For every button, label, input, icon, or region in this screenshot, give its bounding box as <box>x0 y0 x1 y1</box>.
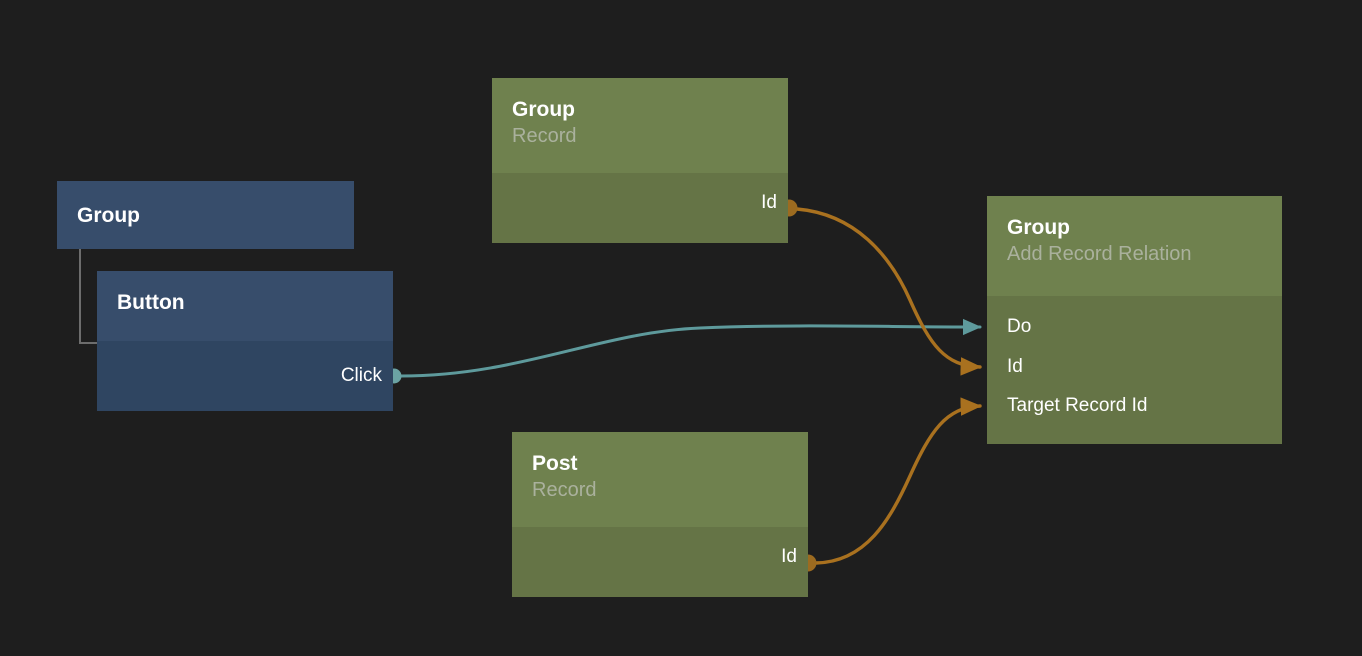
edge-path <box>399 318 982 378</box>
port-row-click[interactable]: Click <box>341 363 393 389</box>
node-title: Group <box>77 203 140 227</box>
node-group-record[interactable]: Group Record Id <box>492 78 788 243</box>
edge-path <box>795 207 982 376</box>
port-label: Do <box>1007 316 1032 337</box>
port-row-id[interactable]: Id <box>1007 354 1023 380</box>
node-subtitle: Add Record Relation <box>1007 243 1192 265</box>
node-title: Group <box>512 98 575 121</box>
node-header: Group Record <box>492 78 788 173</box>
node-subtitle: Record <box>512 125 577 147</box>
port-label: Id <box>1007 356 1023 377</box>
port-label: Target Record Id <box>1007 395 1148 416</box>
node-title: Post <box>532 452 578 475</box>
port-row-target-record-id[interactable]: Target Record Id <box>1007 393 1147 419</box>
port-row-id[interactable]: Id <box>761 190 788 216</box>
edge-postid-to-target <box>814 397 982 565</box>
node-group-element[interactable]: Group <box>57 181 354 249</box>
edge-click-to-do <box>399 318 982 378</box>
edge-path <box>814 397 982 565</box>
port-label: Id <box>761 192 777 213</box>
port-row-do[interactable]: Do <box>1007 314 1031 340</box>
node-body: Id <box>512 527 808 597</box>
port-row-id[interactable]: Id <box>781 544 808 570</box>
node-header: Group Add Record Relation <box>987 196 1282 296</box>
group-child-tree-connector <box>79 249 99 344</box>
node-subtitle: Record <box>532 479 597 501</box>
edge-groupid-to-id <box>795 207 982 376</box>
node-button-element[interactable]: Button Click <box>97 271 393 411</box>
node-body: Do Id Target Record Id <box>987 296 1282 444</box>
port-label: Id <box>781 546 797 567</box>
node-header: Group <box>57 181 354 249</box>
port-label: Click <box>340 365 382 386</box>
node-body: Click <box>97 341 393 411</box>
node-header: Button <box>97 271 393 341</box>
node-header: Post Record <box>512 432 808 527</box>
node-add-record-relation[interactable]: Group Add Record Relation Do Id Target R… <box>987 196 1282 444</box>
node-title: Group <box>1007 216 1070 239</box>
node-body: Id <box>492 173 788 243</box>
node-title: Button <box>117 291 185 314</box>
node-post-record[interactable]: Post Record Id <box>512 432 808 597</box>
